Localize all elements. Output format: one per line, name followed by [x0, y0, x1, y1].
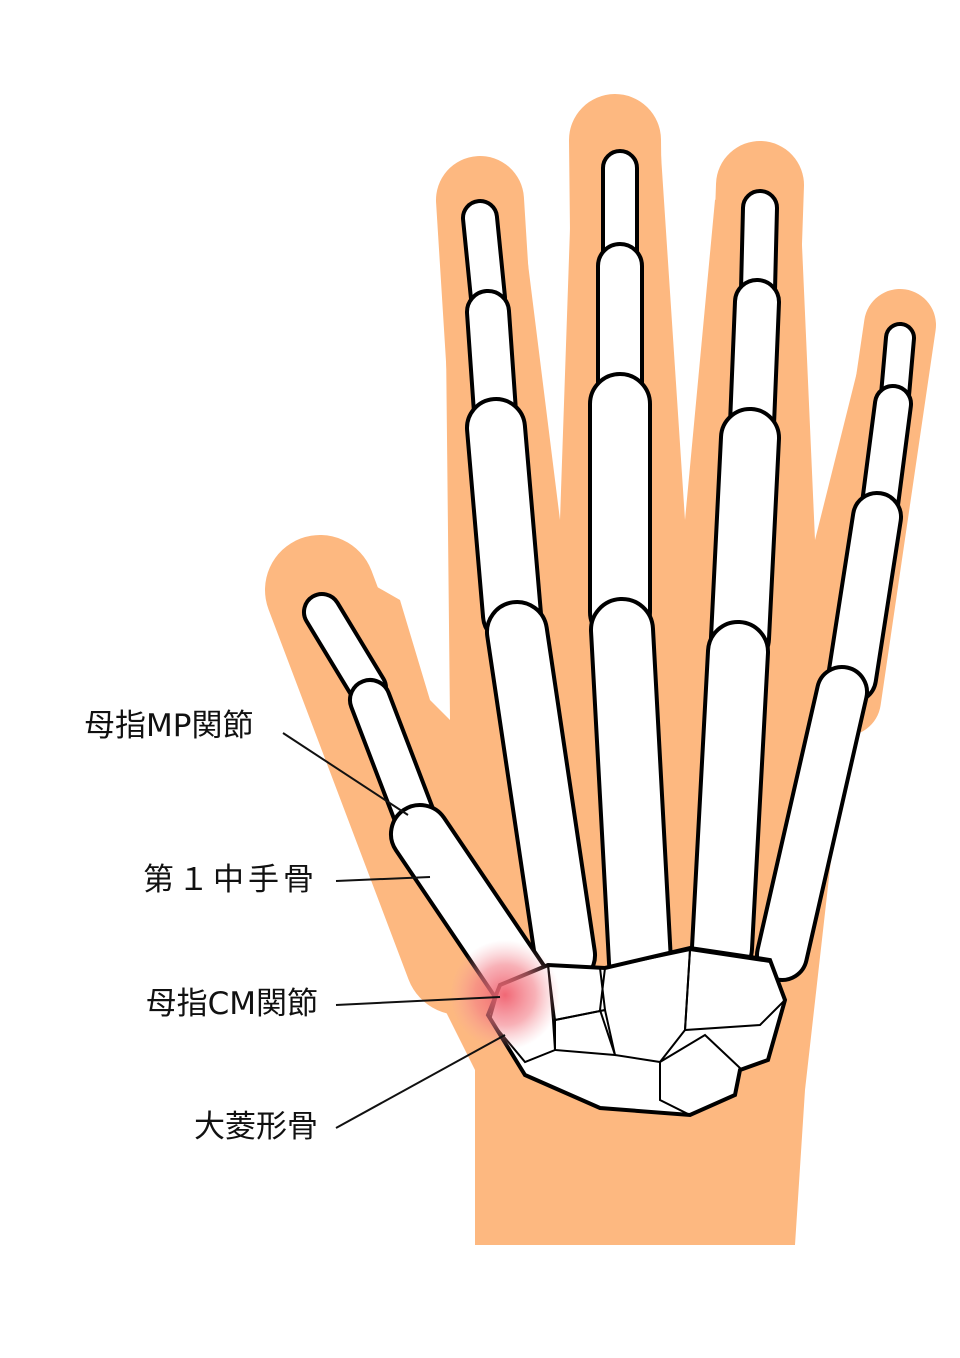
label-cm-joint: 母指CM関節	[145, 986, 318, 1022]
leader-lines	[282, 732, 506, 1129]
label-mp-joint: 母指MP関節	[84, 708, 254, 744]
carpal-bone	[659, 1033, 742, 1117]
leader-line-cm	[335, 996, 501, 1006]
carpal-bone	[554, 1008, 617, 1057]
leader-line-mp	[282, 732, 409, 816]
leader-line-metacarpal	[335, 876, 431, 882]
cm-joint-inflammation	[450, 940, 560, 1050]
label-trapezium: 大菱形骨	[194, 1109, 318, 1145]
carpal-bone	[683, 948, 787, 1032]
leader-line-trapezium	[335, 1034, 506, 1129]
bones	[302, 149, 916, 1017]
label-first-metacarpal: 第１中手骨	[143, 862, 318, 898]
